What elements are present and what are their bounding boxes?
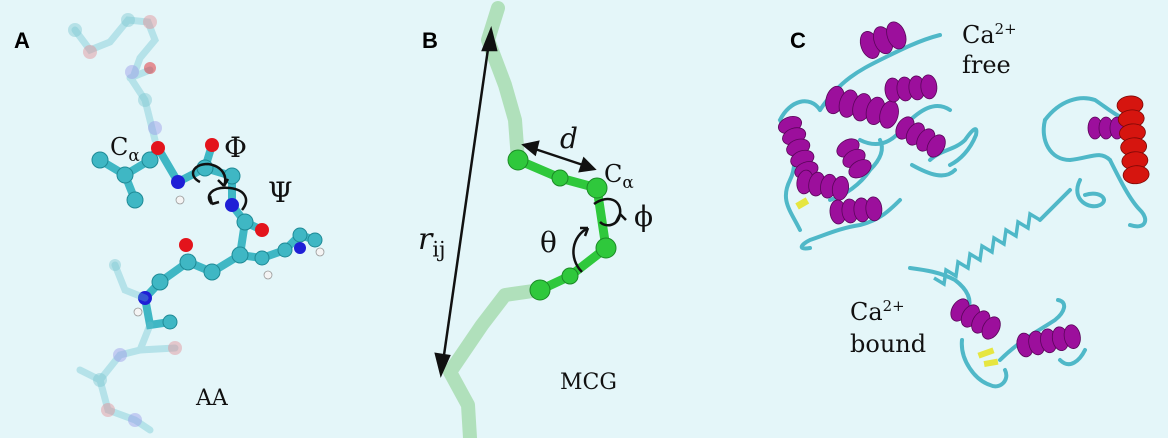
bound-strands <box>977 347 999 367</box>
d-bond-length-label: d <box>560 122 578 155</box>
ca-bound-protein <box>908 95 1150 389</box>
free-helices <box>777 21 946 225</box>
ca-free-state: free <box>962 50 1011 79</box>
psi-rotation-arrow <box>207 186 248 211</box>
theta-angle-label: θ <box>540 226 557 259</box>
phi-dihedral-label: Φ <box>224 131 247 164</box>
all-atom-molecule <box>68 13 325 434</box>
free-strands <box>795 197 810 210</box>
ca-free-protein <box>777 21 979 251</box>
faded-atoms-bottom <box>93 259 182 427</box>
bound-coil <box>908 96 1148 389</box>
faded-atoms-top <box>68 13 162 135</box>
c-alpha-sub: α <box>128 144 140 165</box>
ca-bound-state: bound <box>850 329 927 358</box>
ca-bound-ion-line: Ca2+ <box>850 290 926 328</box>
d-double-arrow <box>521 140 597 173</box>
ca-free-label: Ca2+ free <box>962 14 1017 80</box>
rij-distance-label: rij <box>418 222 446 261</box>
c-alpha-label-a: Cα <box>110 133 140 165</box>
faded-backbone-top <box>71 16 160 144</box>
rij-base: r <box>418 222 433 257</box>
bound-helices <box>950 116 1125 358</box>
phi-rotation-arrow-b <box>593 197 627 227</box>
psi-dihedral-label: Ψ <box>268 176 293 209</box>
faded-backbone-bottom <box>76 261 179 434</box>
phi-rotation-arrow <box>191 162 230 187</box>
bound-red-helix <box>1116 95 1150 185</box>
ca-bound-ion: Ca <box>850 297 883 326</box>
ca-free-charge: 2+ <box>994 20 1017 38</box>
theta-arc <box>572 226 590 273</box>
panel-label-a: A <box>14 28 30 53</box>
c-alpha-sub-b: α <box>622 171 634 192</box>
nitrogen-atoms <box>138 175 306 305</box>
c-alpha-base: C <box>110 133 129 161</box>
panel-label-c: C <box>790 28 806 53</box>
ca-bound-charge: 2+ <box>882 297 905 315</box>
hydrogen-atoms <box>133 195 325 317</box>
phi-torsion-label: ϕ <box>634 200 654 233</box>
cg-beads <box>507 149 617 301</box>
c-alpha-base-b: C <box>604 160 623 188</box>
rij-double-arrow <box>434 25 498 378</box>
ca-bound-label: Ca2+ bound <box>850 290 926 360</box>
rij-sub: ij <box>432 237 446 262</box>
aa-caption: AA <box>196 386 228 411</box>
c-alpha-label-b: Cα <box>604 160 634 192</box>
oxygen-atoms <box>151 138 269 252</box>
ca-free-ion-line: Ca2+ <box>962 14 1017 50</box>
bound-long-helix <box>933 211 1041 287</box>
mcg-caption: MCG <box>560 370 617 395</box>
panel-label-b: B <box>422 28 438 53</box>
ca-free-ion: Ca <box>962 20 995 49</box>
